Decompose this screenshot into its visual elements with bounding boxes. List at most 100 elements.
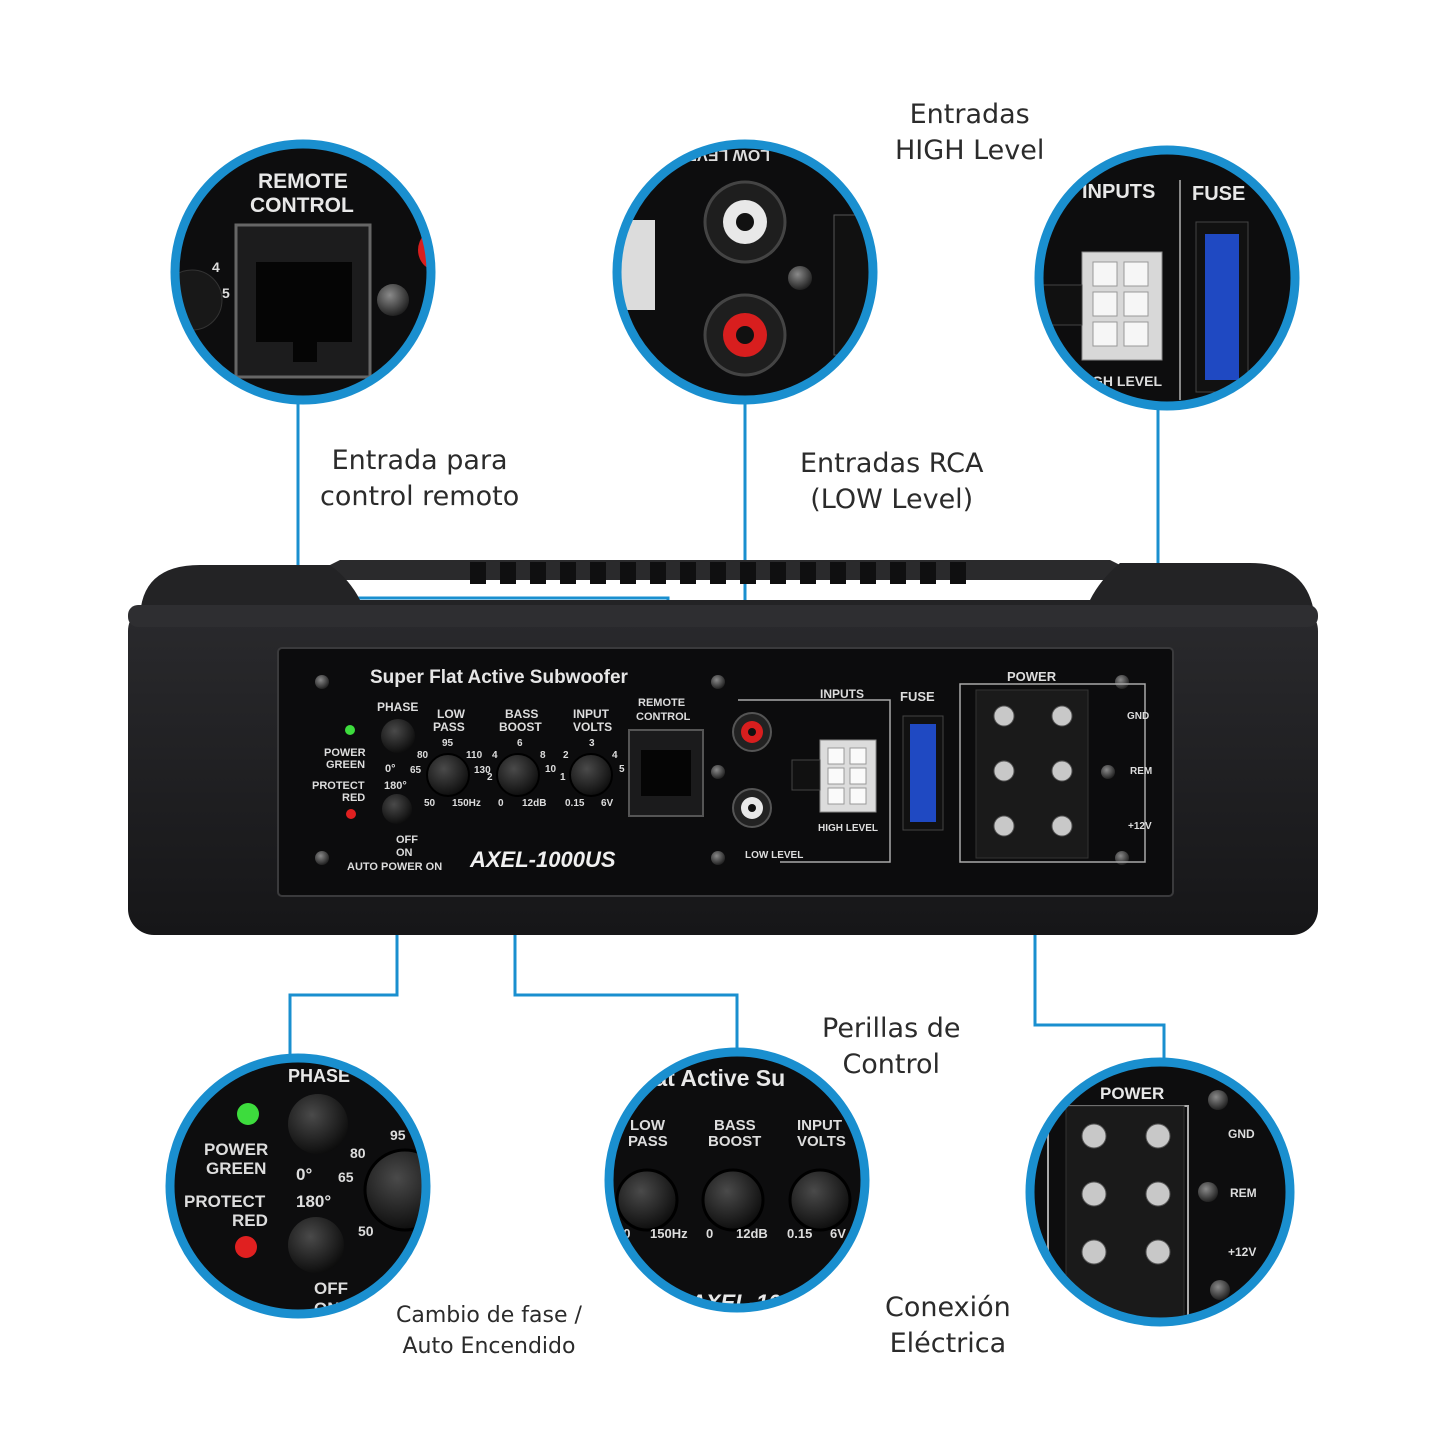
- caption-remote-line: control remoto: [320, 481, 520, 512]
- low-pass-label-1: LOW: [437, 707, 466, 721]
- power-label: POWER: [1007, 669, 1057, 684]
- zoom-tick: 150Hz: [650, 1226, 688, 1241]
- zoom-phase-0: 0°: [296, 1165, 312, 1184]
- low-level-label: LOW LEVEL: [745, 850, 803, 861]
- power-green-label-2: GREEN: [326, 759, 365, 771]
- volts-tick: 5: [619, 764, 625, 775]
- low-pass-tick: 50: [424, 798, 436, 809]
- volts-tick: 2: [563, 750, 569, 761]
- caption-power-line: Eléctrica: [889, 1328, 1007, 1359]
- volts-tick: 1: [560, 772, 566, 783]
- caption-phase-line: Auto Encendido: [402, 1334, 576, 1359]
- zoom-rca-inputs: LOW LEVEL: [612, 139, 878, 405]
- bass-tick: 8: [540, 750, 546, 761]
- zoom-control-knobs: lat Active Su LOW PASS BASS BOOST INPUT …: [604, 1047, 870, 1313]
- auto-power-button[interactable]: [382, 794, 412, 824]
- power-terminal-block: [975, 689, 1089, 859]
- zoom-remote-control: REMOTE CONTROL 4 5: [170, 139, 436, 405]
- zoom-off: OFF: [314, 1279, 348, 1298]
- zoom-remote-side: 5: [222, 285, 230, 301]
- zoom-phase-switches: PHASE POWER GREEN 0° PROTECT RED 180° OF…: [165, 1053, 431, 1319]
- zoom-tick: 6V: [830, 1226, 846, 1241]
- rem-label: REM: [1130, 766, 1152, 777]
- control-panel: Super Flat Active Subwoofer PHASE POWER …: [277, 647, 1174, 897]
- zoom-volts-1: INPUT: [797, 1117, 842, 1134]
- caption-remote: Entrada para control remoto: [320, 443, 519, 515]
- panel-title: Super Flat Active Subwoofer: [370, 667, 629, 688]
- input-volts-knob[interactable]: [569, 753, 613, 797]
- zoom-bass-1: BASS: [714, 1117, 756, 1134]
- zoom-volts-2: VOLTS: [797, 1133, 846, 1150]
- zoom-power-terminal: POWER GND REM +12V: [1025, 1057, 1295, 1327]
- off-label: OFF: [396, 834, 418, 846]
- bass-boost-label-1: BASS: [505, 707, 538, 721]
- zoom-bass-2: BOOST: [708, 1133, 761, 1150]
- rem-screw[interactable]: [993, 760, 1015, 782]
- caption-high-line: Entradas: [909, 99, 1030, 130]
- panel-screws: [315, 675, 1129, 865]
- caption-phase: Cambio de fase / Auto Encendido: [396, 1300, 582, 1362]
- on-label: ON: [396, 847, 413, 859]
- low-pass-knob[interactable]: [426, 753, 470, 797]
- zoom-v12: +12V: [1228, 1245, 1256, 1259]
- zoom-remote-title-1: REMOTE: [258, 170, 348, 193]
- low-pass-tick: 150Hz: [452, 798, 481, 809]
- low-pass-label-2: PASS: [433, 720, 465, 734]
- zoom-phase-label: PHASE: [288, 1066, 350, 1086]
- caption-power: Conexión Eléctrica: [885, 1290, 1011, 1362]
- high-level-label: HIGH LEVEL: [818, 823, 878, 834]
- v12-label: +12V: [1128, 821, 1152, 832]
- low-pass-tick: 95: [442, 738, 454, 749]
- zoom-tick: 65: [338, 1169, 354, 1185]
- protect-red-label-2: RED: [342, 792, 365, 804]
- zoom-high-level-inputs: INPUTS FUSE HIGH LEVEL: [1034, 145, 1300, 411]
- power-green-label-1: POWER: [324, 747, 366, 759]
- inputs-label: INPUTS: [820, 687, 864, 701]
- phase-0-label: 0°: [385, 763, 396, 775]
- power-led-green: [345, 725, 355, 735]
- caption-rca: Entradas RCA (LOW Level): [800, 446, 983, 518]
- zoom-power-green-2: GREEN: [206, 1159, 266, 1178]
- phase-button[interactable]: [381, 719, 415, 753]
- bass-tick: 6: [517, 738, 523, 749]
- remote-label-1: REMOTE: [638, 697, 685, 709]
- caption-high-level: Entradas HIGH Level: [895, 97, 1044, 169]
- fuse-label: FUSE: [900, 689, 935, 704]
- zoom-protect-red-1: PROTECT: [184, 1192, 266, 1211]
- input-volts-label-1: INPUT: [573, 707, 610, 721]
- zoom-tick: 0: [706, 1226, 713, 1241]
- zoom-protect-red-2: RED: [232, 1211, 268, 1230]
- caption-knobs-line: Control: [842, 1049, 941, 1080]
- caption-phase-line: Cambio de fase /: [396, 1303, 582, 1328]
- volts-tick: 6V: [601, 798, 614, 809]
- gnd-screw[interactable]: [993, 705, 1015, 727]
- model-logo: AXEL-1000US: [469, 847, 616, 872]
- volts-tick: 4: [612, 750, 618, 761]
- heatsink-ribs: [470, 562, 966, 584]
- caption-remote-line: Entrada para: [331, 445, 508, 476]
- protect-red-label-1: PROTECT: [312, 780, 365, 792]
- caption-high-line: HIGH Level: [895, 135, 1045, 166]
- v12-screw[interactable]: [993, 815, 1015, 837]
- bass-tick: 10: [545, 764, 557, 775]
- low-pass-tick: 65: [410, 765, 422, 776]
- volts-tick: 3: [589, 738, 595, 749]
- zoom-power-title: POWER: [1100, 1084, 1164, 1103]
- bass-tick: 12dB: [522, 798, 546, 809]
- zoom-fuse-label: FUSE: [1192, 183, 1245, 205]
- auto-power-label: AUTO POWER ON: [347, 861, 442, 873]
- zoom-low-pass-1: LOW: [630, 1117, 666, 1134]
- phase-180-label: 180°: [384, 780, 407, 792]
- zoom-tick: 80: [350, 1145, 366, 1161]
- zoom-tick: 0.15: [787, 1226, 812, 1241]
- bass-tick: 0: [498, 798, 504, 809]
- caption-knobs: Perillas de Control: [822, 1011, 960, 1083]
- bass-tick: 4: [492, 750, 498, 761]
- caption-knobs-line: Perillas de: [822, 1013, 961, 1044]
- low-pass-tick: 110: [466, 750, 483, 761]
- bass-boost-knob[interactable]: [496, 753, 540, 797]
- protect-led-red: [346, 809, 356, 819]
- input-volts-label-2: VOLTS: [573, 720, 612, 734]
- gnd-label: GND: [1127, 711, 1149, 722]
